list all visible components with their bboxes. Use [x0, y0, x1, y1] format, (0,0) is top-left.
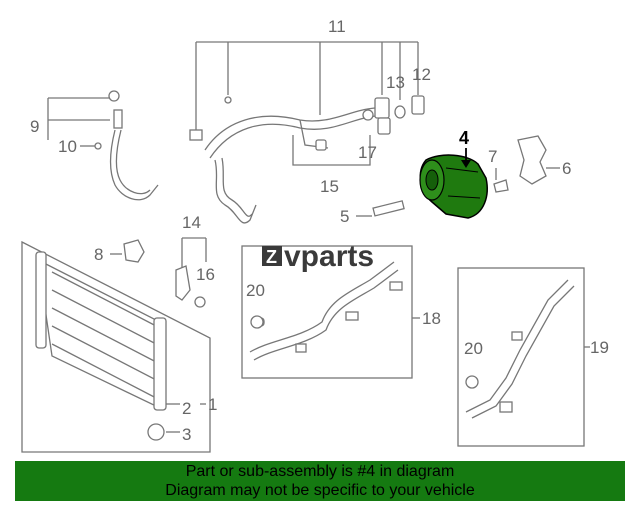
liquid-line-hose [47, 90, 159, 201]
suction-hose-assembly [189, 41, 425, 224]
callout-4[interactable]: 4 [459, 128, 469, 148]
callout-11[interactable]: 11 [328, 17, 346, 36]
callout-17[interactable]: 17 [358, 143, 377, 162]
ac-compressor[interactable] [419, 148, 488, 219]
callout-14[interactable]: 14 [182, 213, 201, 232]
brand-logo: Z vparts [262, 240, 374, 273]
callout-2[interactable]: 2 [182, 399, 191, 418]
callout-13[interactable]: 13 [386, 73, 405, 92]
callout-1[interactable]: 1 [208, 395, 217, 414]
suction-pipe-box [457, 267, 590, 447]
callout-20-right[interactable]: 20 [464, 339, 483, 358]
receiver-drier [175, 237, 207, 308]
discharge-hose-box [241, 245, 420, 379]
logo-mark: Z [266, 247, 277, 267]
callout-7[interactable]: 7 [488, 147, 497, 166]
banner-line-2: Diagram may not be specific to your vehi… [165, 482, 475, 499]
callout-8[interactable]: 8 [94, 245, 103, 264]
callout-16[interactable]: 16 [196, 265, 215, 284]
callout-3[interactable]: 3 [182, 425, 191, 444]
logo-text: vparts [284, 240, 374, 273]
callout-18[interactable]: 18 [422, 309, 441, 328]
mounting-bolt [356, 200, 405, 217]
callout-5[interactable]: 5 [340, 207, 349, 226]
o-ring [250, 315, 264, 329]
compressor-bracket [493, 135, 560, 193]
callout-15[interactable]: 15 [320, 177, 339, 196]
callout-6[interactable]: 6 [562, 159, 571, 178]
condenser [21, 240, 211, 453]
callout-19[interactable]: 19 [590, 338, 609, 357]
part-info-banner: Part or sub-assembly is #4 in diagram Di… [15, 461, 625, 501]
banner-line-1: Part or sub-assembly is #4 in diagram [185, 463, 455, 480]
callout-20-left[interactable]: 20 [246, 281, 265, 300]
callout-9[interactable]: 9 [30, 117, 39, 136]
receiver-bracket [110, 239, 145, 263]
callout-12[interactable]: 12 [412, 65, 431, 84]
callout-10[interactable]: 10 [58, 137, 77, 156]
